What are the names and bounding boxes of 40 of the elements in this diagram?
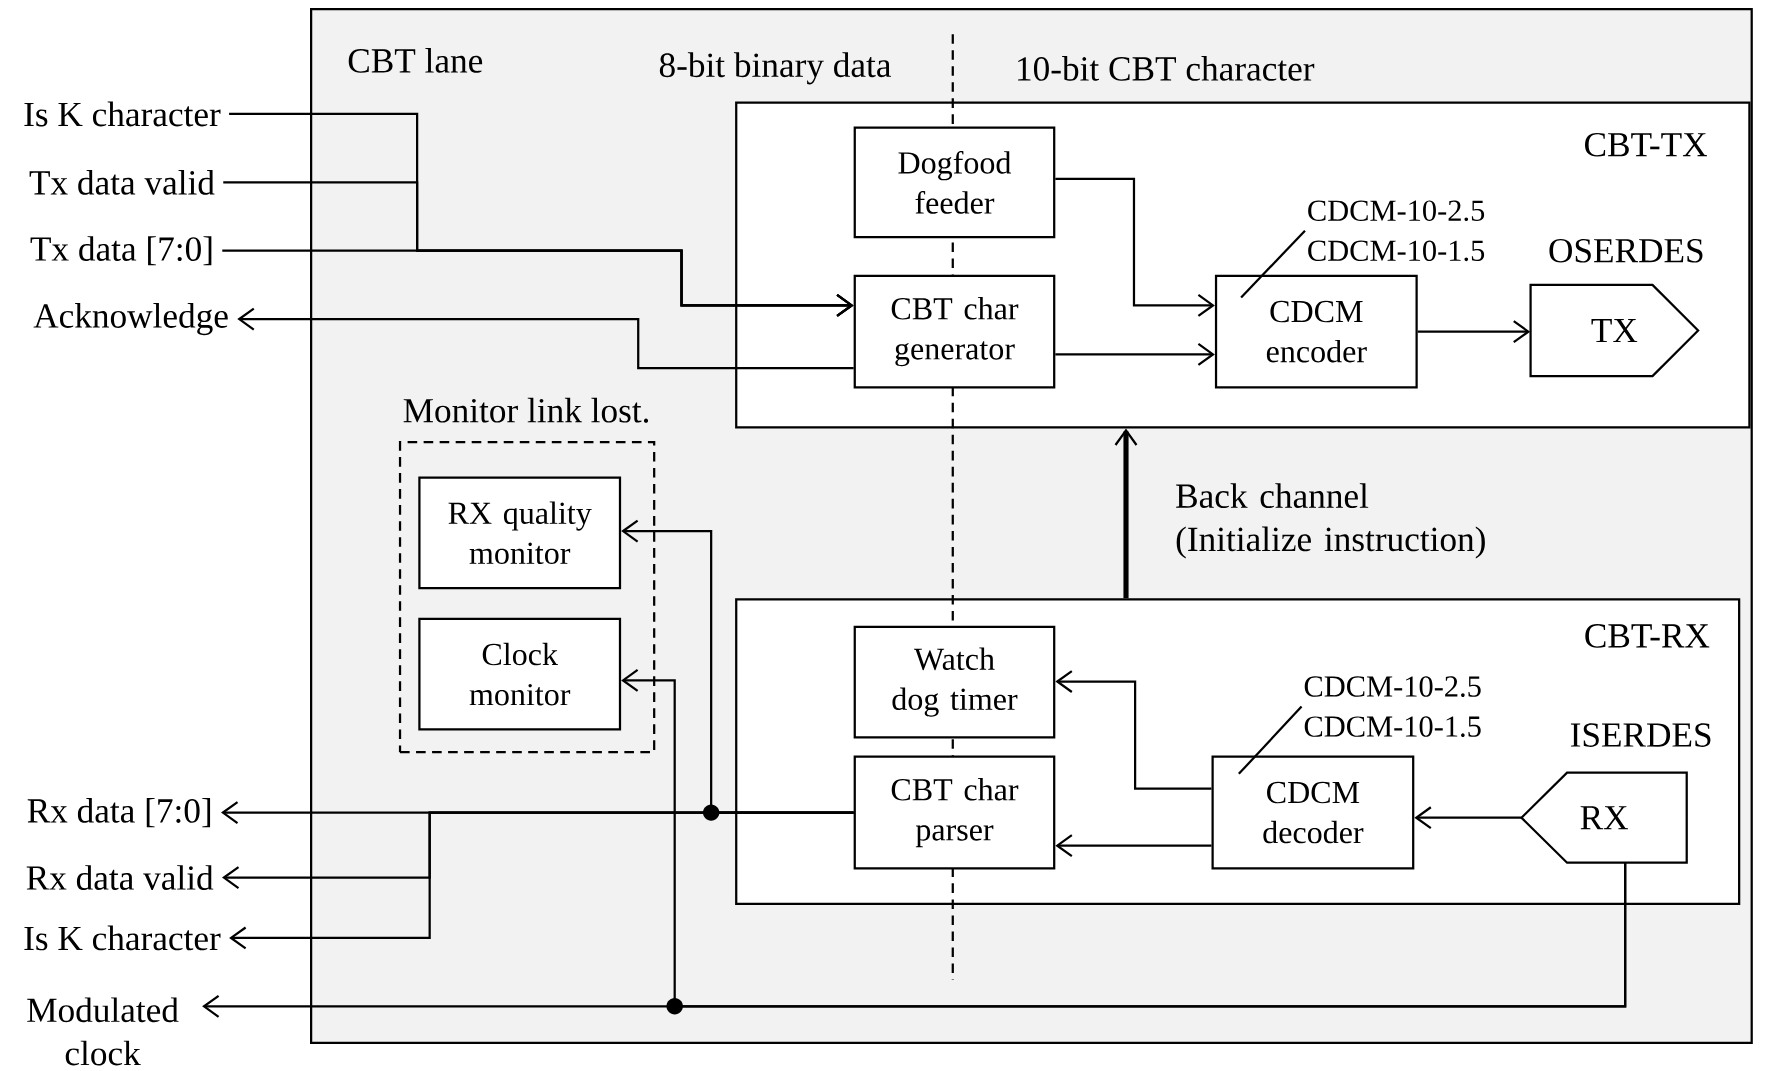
signal-label: Modulated clock — [27, 997, 179, 1066]
leader-line — [1240, 229, 1306, 299]
process-box: RX quality monitor — [418, 476, 622, 590]
signal-label: Tx data valid — [29, 169, 215, 195]
section-label: 10-bit CBT character — [1018, 55, 1315, 81]
box-heading: CBT-RX — [1585, 623, 1710, 648]
box-heading: CBT lane — [348, 47, 483, 73]
arrow — [1055, 177, 1215, 317]
process-box: Clock monitor — [418, 617, 622, 731]
process-box: CBT char parser — [853, 755, 1056, 870]
signal-label: Acknowledge — [33, 302, 228, 335]
arrow — [1417, 320, 1531, 343]
arrow — [1414, 806, 1522, 829]
box-heading: ISERDES — [1570, 723, 1711, 747]
arrow — [1114, 428, 1138, 599]
process-box: CDCM encoder — [1214, 274, 1418, 389]
signal-label: Tx data [7:0] — [30, 236, 212, 266]
arrow — [1055, 670, 1212, 790]
leader-line — [1238, 705, 1303, 775]
signal-label: Rx data [7:0] — [27, 797, 211, 828]
box-heading: Monitor link lost. — [403, 397, 649, 423]
process-box: CBT char generator — [853, 274, 1056, 389]
arrow — [1055, 342, 1215, 366]
arrow — [1055, 834, 1212, 857]
signal-label: Rx data valid — [26, 865, 214, 890]
signal-label: Is K character — [24, 925, 221, 951]
process-box: Watch dog timer — [853, 625, 1056, 739]
arrow — [621, 668, 1627, 1008]
arrow — [237, 307, 854, 370]
edge-label: Back channel (Initialize instruction) — [1171, 479, 1509, 562]
arrow — [222, 249, 854, 317]
process-box: Dogfood feeder — [853, 126, 1056, 239]
box-heading: OSERDES — [1549, 238, 1703, 263]
signal-label: Is K character — [24, 101, 221, 127]
process-box: CDCM decoder — [1211, 755, 1415, 870]
box-heading: CBT-TX — [1585, 132, 1707, 157]
arrow — [621, 519, 854, 814]
leader-text: CDCM-10-2.5 CDCM-10-1.5 — [1304, 676, 1481, 737]
leader-text: CDCM-10-2.5 CDCM-10-1.5 — [1308, 200, 1485, 261]
section-label: 8-bit binary data — [659, 52, 892, 85]
